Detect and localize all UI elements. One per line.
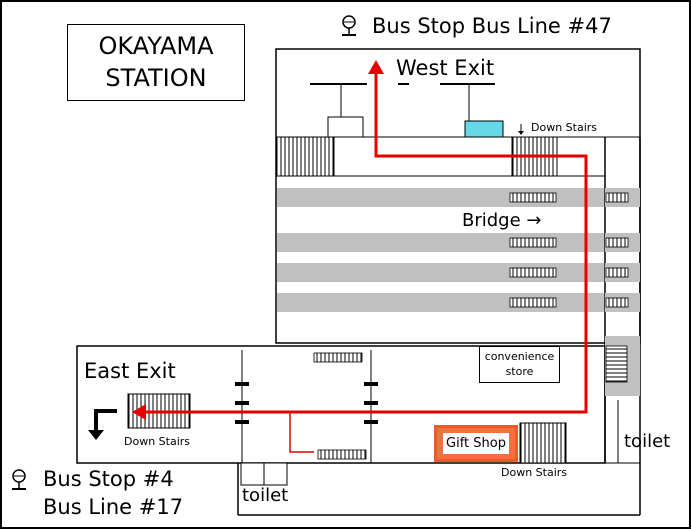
gift-shop-label: Gift Shop [443, 433, 509, 454]
bus-stop-west-label: Bus Stop Bus Line #47 [372, 14, 612, 38]
stairs-nw [275, 136, 335, 177]
bus-stop-icon [12, 469, 26, 490]
gift-shop: Gift Shop [434, 425, 518, 462]
ticket-machine [464, 120, 504, 138]
east-exit-label: East Exit [84, 359, 176, 383]
down-stairs-east-label: Down Stairs [124, 435, 191, 448]
station-title-line2: STATION [105, 64, 207, 92]
station-title-box: OKAYAMA STATION [67, 24, 245, 101]
bus-stop-icon [342, 15, 356, 36]
convenience-store: convenience store [479, 346, 560, 383]
down-arrow-icon [88, 409, 117, 440]
toilet-bottom-label: toilet [242, 485, 289, 506]
bridge-label: Bridge → [462, 210, 542, 231]
toilet-right-label: toilet [624, 431, 671, 452]
bus-stop-east-line1: Bus Stop #4 [43, 467, 174, 491]
convenience-store-line2: store [505, 365, 534, 378]
ticket-office [327, 116, 364, 138]
route-arrow-icon [368, 60, 384, 74]
route-line [140, 70, 588, 414]
down-stairs-top-label: Down Stairs [531, 121, 598, 134]
stairs-south [519, 422, 567, 464]
convenience-store-line1: convenience [484, 350, 555, 363]
down-stairs-bottom-label: Down Stairs [501, 466, 568, 479]
west-exit-label: West Exit [396, 56, 495, 80]
bus-stop-east-line2: Bus Line #17 [43, 495, 184, 519]
station-title-line1: OKAYAMA [98, 32, 214, 60]
